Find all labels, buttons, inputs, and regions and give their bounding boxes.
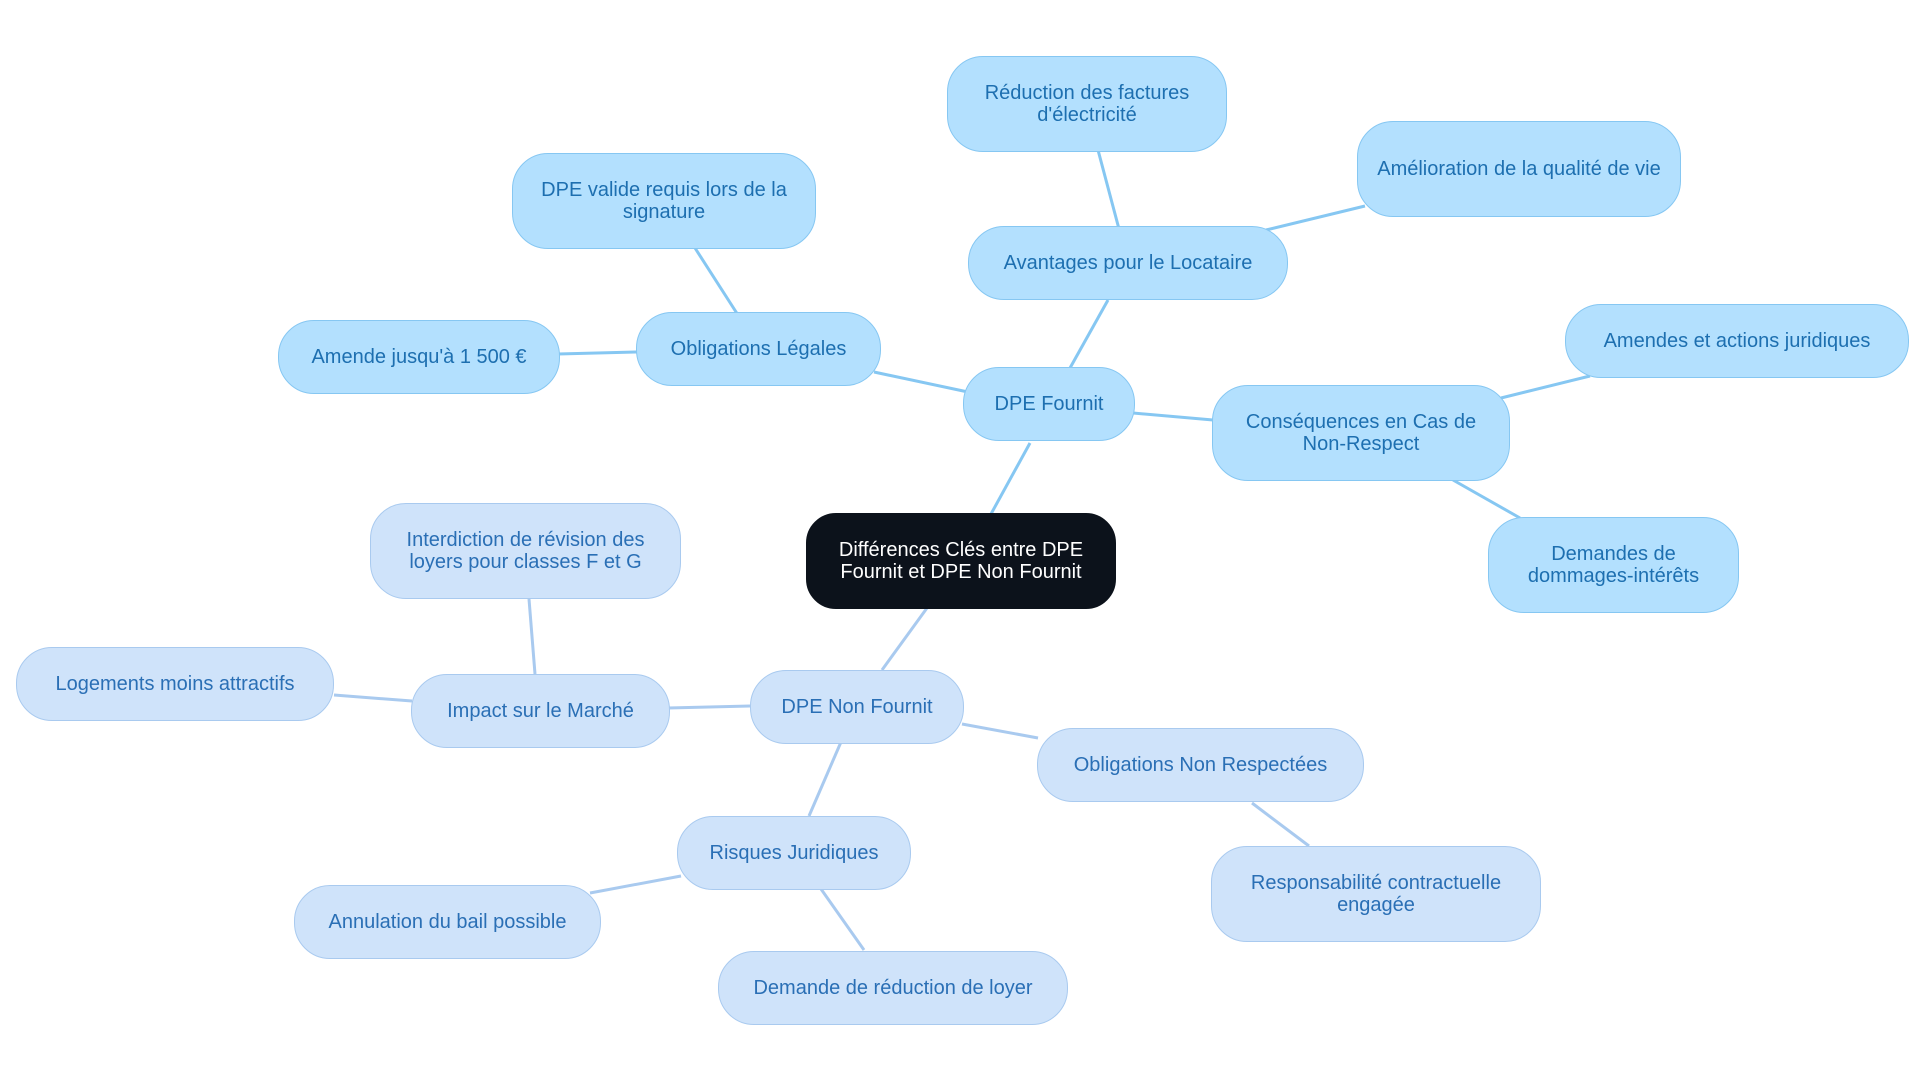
node-dpe-valide-requis[interactable]: DPE valide requis lors de la signature <box>512 153 816 249</box>
node-label: Conséquences en Cas de Non-Respect <box>1245 411 1477 455</box>
edge-obligations-dpe-valide <box>693 247 740 316</box>
node-consequences-non-respect[interactable]: Conséquences en Cas de Non-Respect <box>1212 385 1510 481</box>
node-label: Demande de réduction de loyer <box>753 977 1033 999</box>
edge-risques-reduction <box>819 888 866 951</box>
edge-obligations-nr-responsabilite <box>1251 801 1310 848</box>
node-label: Obligations Légales <box>670 338 847 360</box>
edge-non-fournit-impact <box>667 704 751 710</box>
edge-risques-annulation <box>589 874 682 895</box>
edge-obligations-amende <box>557 350 638 356</box>
root-node[interactable]: Différences Clés entre DPE Fournit et DP… <box>806 513 1116 609</box>
edge-root-dpe-non-fournit <box>880 607 929 671</box>
node-label: Réduction des factures d'électricité <box>984 82 1190 126</box>
node-label: Impact sur le Marché <box>447 700 634 722</box>
edge-fournit-consequences <box>1132 411 1214 422</box>
node-label: Obligations Non Respectées <box>1073 754 1328 776</box>
node-label: Annulation du bail possible <box>328 911 567 933</box>
node-label: Interdiction de révision des loyers pour… <box>406 529 645 573</box>
node-impact-marche[interactable]: Impact sur le Marché <box>411 674 670 748</box>
edge-non-fournit-risques <box>807 741 843 817</box>
edge-avantages-amelioration <box>1265 204 1366 232</box>
edge-non-fournit-obligations-nr <box>961 722 1039 740</box>
node-label: Amendes et actions juridiques <box>1603 330 1871 352</box>
node-reduction-factures[interactable]: Réduction des factures d'électricité <box>947 56 1227 152</box>
node-label: Responsabilité contractuelle engagée <box>1250 872 1502 916</box>
edge-root-dpe-fournit <box>989 442 1032 515</box>
node-label: Amende jusqu'à 1 500 € <box>311 346 527 368</box>
node-label: DPE Fournit <box>994 393 1104 415</box>
node-amelioration-qualite[interactable]: Amélioration de la qualité de vie <box>1357 121 1681 217</box>
node-label: Logements moins attractifs <box>55 673 295 695</box>
edge-impact-logements <box>333 693 413 703</box>
node-annulation-bail[interactable]: Annulation du bail possible <box>294 885 601 959</box>
node-avantages-locataire[interactable]: Avantages pour le Locataire <box>968 226 1288 300</box>
edge-fournit-obligations <box>873 370 969 394</box>
edge-impact-interdiction <box>527 598 537 675</box>
node-dpe-fournit[interactable]: DPE Fournit <box>963 367 1135 441</box>
edge-consequences-demandes <box>1452 478 1521 520</box>
root-label: Différences Clés entre DPE Fournit et DP… <box>838 539 1084 583</box>
node-obligations-legales[interactable]: Obligations Légales <box>636 312 881 386</box>
node-amendes-actions[interactable]: Amendes et actions juridiques <box>1565 304 1909 378</box>
edge-avantages-reduction <box>1096 149 1121 230</box>
node-label: DPE valide requis lors de la signature <box>541 179 787 223</box>
node-interdiction-revision[interactable]: Interdiction de révision des loyers pour… <box>370 503 681 599</box>
node-amende-1500[interactable]: Amende jusqu'à 1 500 € <box>278 320 560 394</box>
node-logements-moins-attractifs[interactable]: Logements moins attractifs <box>16 647 334 721</box>
node-label: DPE Non Fournit <box>781 696 933 718</box>
node-demande-reduction-loyer[interactable]: Demande de réduction de loyer <box>718 951 1068 1025</box>
node-label: Avantages pour le Locataire <box>1003 252 1253 274</box>
node-label: Demandes de dommages-intérêts <box>1527 543 1700 587</box>
edge-fournit-avantages <box>1068 299 1110 369</box>
edge-consequences-amendes <box>1500 374 1591 400</box>
node-dpe-non-fournit[interactable]: DPE Non Fournit <box>750 670 964 744</box>
node-label: Risques Juridiques <box>709 842 879 864</box>
node-obligations-non-respectees[interactable]: Obligations Non Respectées <box>1037 728 1364 802</box>
node-demandes-dommages[interactable]: Demandes de dommages-intérêts <box>1488 517 1739 613</box>
node-label: Amélioration de la qualité de vie <box>1377 158 1661 180</box>
node-risques-juridiques[interactable]: Risques Juridiques <box>677 816 911 890</box>
node-responsabilite-contractuelle[interactable]: Responsabilité contractuelle engagée <box>1211 846 1541 942</box>
